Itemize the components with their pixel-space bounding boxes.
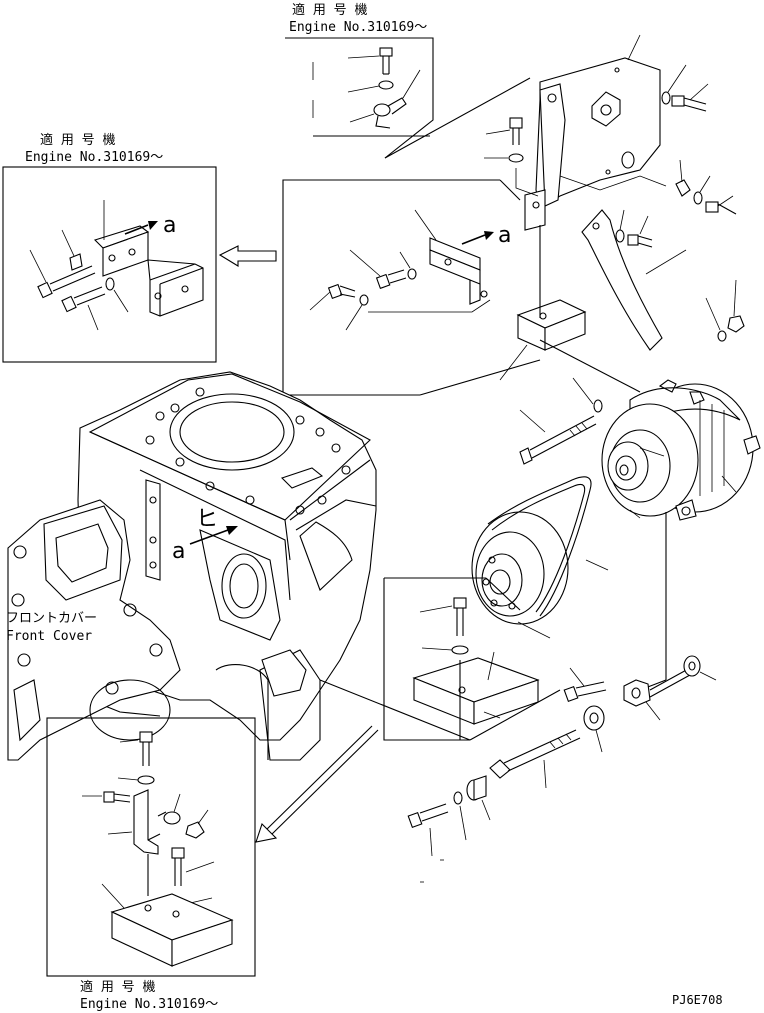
bolt-icon bbox=[37, 265, 96, 299]
front-cover-en: Front Cover bbox=[6, 629, 92, 644]
spacer-block-icon bbox=[110, 893, 234, 967]
adjust-arm-icon bbox=[581, 209, 663, 351]
bolt-icon bbox=[139, 731, 153, 766]
center-inset-box bbox=[282, 179, 500, 396]
washer-icon bbox=[508, 153, 524, 163]
bolt-icon bbox=[453, 597, 467, 636]
top-inset-border bbox=[285, 37, 434, 159]
drawing-code: PJ6E708 bbox=[672, 993, 723, 1007]
washer-icon bbox=[407, 268, 417, 280]
engine-no-label-bottom: Engine No.310169～ bbox=[80, 997, 218, 1012]
washer-icon bbox=[359, 294, 369, 306]
bolt-icon bbox=[519, 415, 597, 465]
bolt-icon bbox=[563, 681, 607, 703]
bolt-icon bbox=[509, 117, 523, 145]
adjust-plate-icon bbox=[535, 57, 661, 209]
lower-left-inset bbox=[46, 717, 256, 977]
bolt-icon bbox=[407, 803, 449, 829]
belt-icon bbox=[487, 476, 592, 617]
applicable-label-top: 適 用 号 機 bbox=[292, 2, 367, 18]
washer-icon bbox=[378, 80, 394, 90]
engine-block bbox=[77, 371, 377, 761]
bolt-icon bbox=[327, 283, 356, 300]
left-inset-box bbox=[2, 166, 217, 363]
bolt-icon bbox=[379, 47, 393, 75]
washer-icon bbox=[593, 399, 603, 413]
washer-icon bbox=[105, 277, 115, 291]
bolt-icon bbox=[103, 791, 131, 803]
washer-icon bbox=[717, 330, 727, 342]
front-cover bbox=[7, 499, 181, 761]
arrow-left-icon bbox=[218, 245, 277, 267]
washer-icon bbox=[583, 705, 605, 731]
applicable-label-left: 適 用 号 機 bbox=[40, 132, 115, 148]
arrow-down-left-icon bbox=[255, 725, 379, 843]
clip-icon bbox=[69, 253, 83, 271]
nut-icon bbox=[727, 315, 745, 333]
view-a-center: a bbox=[498, 223, 511, 248]
view-a-engine: a bbox=[172, 539, 185, 564]
alternator-icon bbox=[601, 379, 761, 521]
bolt-icon bbox=[375, 269, 407, 290]
bracket-icon bbox=[623, 667, 691, 707]
svg-text:ヒ: ヒ bbox=[196, 507, 218, 532]
washer-icon bbox=[453, 791, 463, 805]
pulley-icon bbox=[471, 511, 569, 625]
view-arrow-engine bbox=[189, 526, 238, 545]
engine-no-label-left: Engine No.310169～ bbox=[25, 150, 163, 165]
spacer-icon bbox=[524, 189, 546, 231]
bolt-icon bbox=[675, 179, 737, 215]
bolt-icon bbox=[489, 729, 581, 779]
clip-icon bbox=[157, 811, 181, 825]
spacer-block-icon bbox=[516, 299, 587, 351]
applicable-label-bottom: 適 用 号 機 bbox=[80, 979, 155, 995]
bolt-icon bbox=[661, 91, 707, 112]
bolt-icon bbox=[61, 286, 106, 313]
bolt-icon bbox=[615, 229, 653, 248]
washer-icon bbox=[137, 775, 155, 785]
bracket-icon bbox=[133, 789, 161, 855]
clip-icon bbox=[373, 97, 407, 129]
bracket-icon bbox=[93, 225, 204, 317]
nut-icon bbox=[683, 655, 701, 677]
view-arrow-left bbox=[124, 224, 149, 235]
engine-no-label-top: Engine No.310169～ bbox=[289, 20, 427, 35]
lower-center-inset bbox=[383, 578, 470, 741]
bracket-icon bbox=[429, 237, 488, 305]
bolt-icon bbox=[171, 847, 185, 886]
spacer-block-icon bbox=[412, 657, 540, 725]
spacer-icon bbox=[466, 775, 487, 801]
washer-icon bbox=[451, 645, 469, 655]
front-cover-jp: フロントカバー bbox=[6, 611, 97, 626]
view-a-left: a bbox=[163, 213, 176, 238]
nut-icon bbox=[185, 821, 205, 839]
